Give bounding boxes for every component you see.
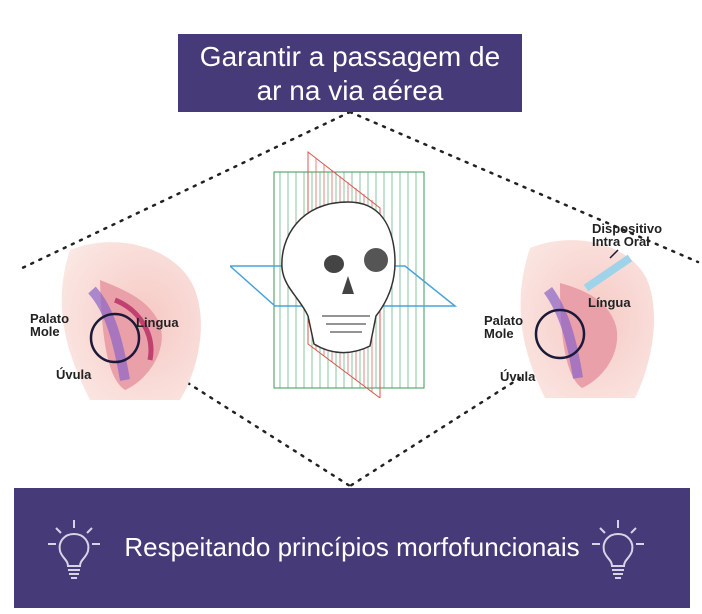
right-label-device: Dispositivo Intra Oral bbox=[592, 221, 663, 249]
left-label-palate: Palato Mole bbox=[30, 311, 70, 339]
left-label-uvula: Úvula bbox=[56, 367, 92, 382]
right-label-palate: Palato Mole bbox=[484, 313, 524, 341]
left-label-tongue: Lingua bbox=[136, 315, 179, 330]
footer-text: Respeitando princípios morfofuncionais bbox=[124, 532, 580, 562]
header-line-2: ar na via aérea bbox=[256, 75, 444, 106]
left-airway-illustration bbox=[61, 242, 201, 400]
right-airway-illustration bbox=[520, 240, 655, 398]
header-line-1: Garantir a passagem de bbox=[199, 41, 501, 72]
right-label-tongue: Língua bbox=[588, 295, 631, 310]
lightbulb-icon bbox=[592, 520, 644, 579]
skull-planes-illustration bbox=[230, 150, 458, 398]
lightbulb-icon bbox=[48, 520, 100, 579]
right-label-uvula: Úvula bbox=[500, 369, 536, 384]
footer-box: Respeitando princípios morfofuncionais bbox=[14, 488, 690, 608]
header-box: Garantir a passagem de ar na via aérea bbox=[178, 34, 522, 112]
